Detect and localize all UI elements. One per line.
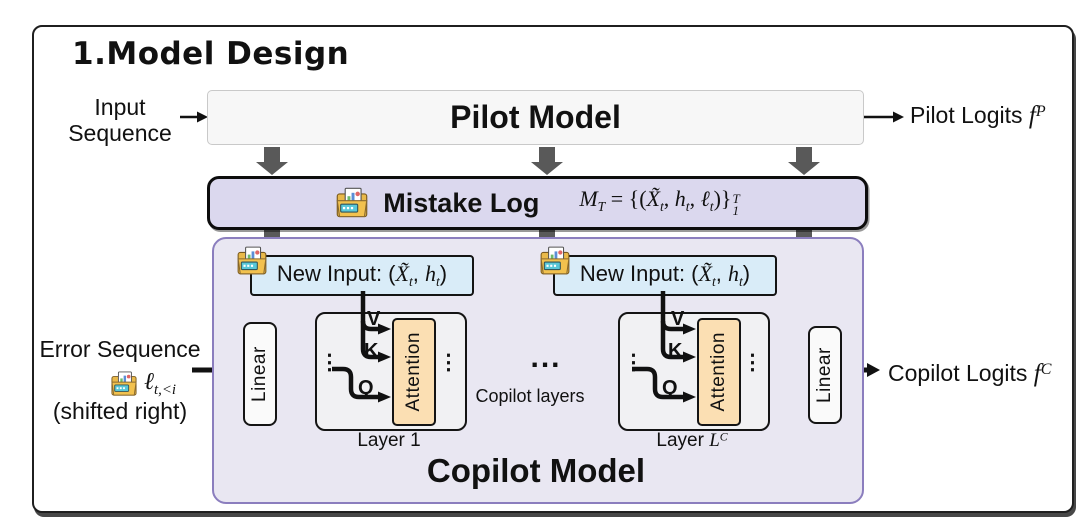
log-file-icon	[540, 246, 570, 275]
ellipsis-between-layers: ...	[530, 341, 562, 374]
copilot-model-label: Copilot Model	[426, 452, 646, 489]
layer-LC-caption: Layer LC	[656, 430, 728, 451]
vdots: ⋮	[438, 351, 459, 374]
error-sequence-symbol: ℓt,<i	[78, 368, 208, 399]
log-file-icon	[237, 246, 267, 275]
log-file-icon	[336, 187, 368, 218]
new-input-label: New Input: (X̃t, ht)	[579, 261, 751, 289]
attention-block-1: Attention	[392, 318, 436, 426]
layer-1-caption: Layer 1	[357, 430, 421, 451]
shifted-right-label: (shifted right)	[52, 398, 188, 424]
log-file-icon	[111, 371, 137, 396]
mistake-log-label: Mistake Log	[383, 187, 540, 218]
k-label: K	[364, 340, 379, 362]
error-sequence-label: Error Sequence	[39, 336, 201, 362]
v-label: V	[367, 308, 381, 330]
vdots: ⋮	[319, 351, 340, 374]
pilot-model-label: Pilot Model	[450, 99, 621, 135]
pilot-model-box: Pilot Model	[207, 90, 864, 145]
q-label: Q	[662, 377, 678, 399]
new-input-label: New Input: (X̃t, ht)	[276, 261, 448, 289]
figure-title: 1.Model Design	[72, 36, 350, 72]
pilot-logits-label: Pilot Logits fP	[910, 102, 1046, 129]
new-input-box-1: New Input: (X̃t, ht)	[237, 246, 474, 296]
new-input-box-2: New Input: (X̃t, ht)	[540, 246, 777, 296]
input-sequence-label: Input Sequence	[68, 94, 172, 146]
linear-block-in: Linear	[243, 322, 277, 426]
copilot-layers-label: Copilot layers	[475, 386, 585, 406]
vdots: ⋮	[742, 351, 763, 374]
linear-block-out: Linear	[808, 326, 842, 424]
copilot-logits-label: Copilot Logits fC	[888, 360, 1052, 387]
attention-block-2: Attention	[697, 318, 741, 426]
v-label: V	[671, 308, 685, 330]
q-label: Q	[358, 377, 374, 399]
vdots: ⋮	[623, 351, 644, 374]
k-label: K	[668, 340, 683, 362]
